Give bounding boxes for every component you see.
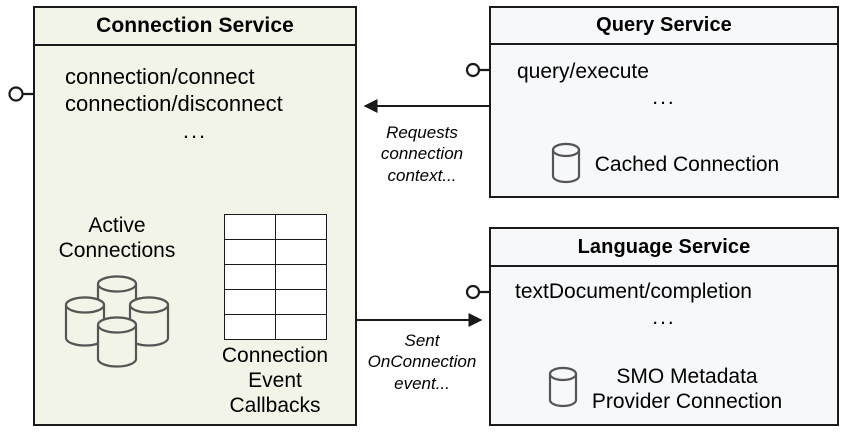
active-connections-label: Active Connections — [41, 214, 193, 264]
edge-label-line1: Sent — [404, 331, 440, 350]
table-cell — [223, 289, 276, 315]
connection-service-box[interactable]: Connection Service connection/connect co… — [33, 6, 357, 426]
callbacks-grid — [223, 214, 327, 340]
smo-metadata-provider-resource: SMO Metadata Provider Connection — [491, 365, 837, 414]
event-callbacks-label: Connection Event Callbacks — [195, 344, 355, 418]
grid-table-icon — [195, 214, 355, 340]
edge-label-line3: context... — [387, 165, 457, 185]
table-row — [223, 214, 327, 240]
event-callbacks-label-line1: Connection — [221, 344, 329, 367]
operations-ellipsis: ... — [652, 305, 676, 329]
connection-service-operations: connection/connect connection/disconnect… — [35, 64, 355, 144]
table-cell — [274, 314, 327, 340]
operation-item: query/execute — [517, 60, 649, 83]
edge-label-requests-connection-context: Requests connection context... — [357, 122, 487, 186]
table-row — [223, 239, 327, 265]
table-row — [223, 264, 327, 290]
edge-label-sent-onconnection-event: Sent OnConnection event... — [357, 330, 487, 394]
event-callbacks-label-line2: Event — [248, 368, 302, 392]
language-service-body: textDocument/completion ... SMO Metadata… — [491, 267, 837, 424]
operation-item: textDocument/completion — [515, 280, 752, 303]
active-connections-group: Active Connections — [41, 214, 193, 372]
table-cell — [223, 239, 276, 265]
query-service-title: Query Service — [491, 8, 837, 45]
smo-metadata-provider-label-line1: SMO Metadata — [616, 365, 758, 389]
edge-label-line2: OnConnection — [367, 352, 477, 372]
query-service-operations: query/execute ... — [491, 59, 837, 110]
database-cylinder-cluster-icon — [41, 272, 193, 372]
operation-item: connection/disconnect — [65, 90, 283, 116]
query-service-body: query/execute ... Cached Connection — [491, 45, 837, 196]
table-cell — [274, 289, 327, 315]
active-connections-label-line2: Connections — [58, 238, 176, 262]
table-row — [223, 314, 327, 340]
smo-metadata-provider-label: SMO Metadata Provider Connection — [592, 365, 782, 414]
cached-connection-label: Cached Connection — [594, 153, 780, 177]
language-service-title: Language Service — [491, 229, 837, 267]
cached-connection-resource: Cached Connection — [491, 141, 837, 190]
query-service-box[interactable]: Query Service query/execute ... Cached C… — [489, 6, 839, 198]
language-service-box[interactable]: Language Service textDocument/completion… — [489, 227, 839, 426]
operations-ellipsis: ... — [652, 85, 676, 109]
language-service-operations: textDocument/completion ... — [491, 279, 837, 330]
connection-service-body: connection/connect connection/disconnect… — [35, 46, 355, 424]
table-cell — [223, 314, 276, 340]
table-cell — [274, 214, 327, 240]
table-cell — [274, 239, 327, 265]
connection-event-callbacks-group: Connection Event Callbacks — [195, 214, 355, 418]
smo-metadata-provider-label-line2: Provider Connection — [591, 389, 783, 413]
operation-item: connection/connect — [65, 64, 255, 89]
database-cylinder-icon — [549, 141, 583, 190]
edge-label-line3: event... — [394, 373, 450, 393]
edge-label-line2: connection — [380, 144, 464, 164]
table-cell — [223, 214, 276, 240]
operations-ellipsis: ... — [182, 117, 208, 143]
table-cell — [223, 264, 276, 290]
database-cylinder-icon — [546, 365, 580, 414]
event-callbacks-label-line3: Callbacks — [229, 393, 321, 417]
connection-service-title: Connection Service — [35, 8, 355, 46]
table-row — [223, 289, 327, 315]
table-cell — [274, 264, 327, 290]
active-connections-label-line1: Active — [88, 214, 146, 237]
edge-label-line1: Requests — [386, 123, 458, 142]
